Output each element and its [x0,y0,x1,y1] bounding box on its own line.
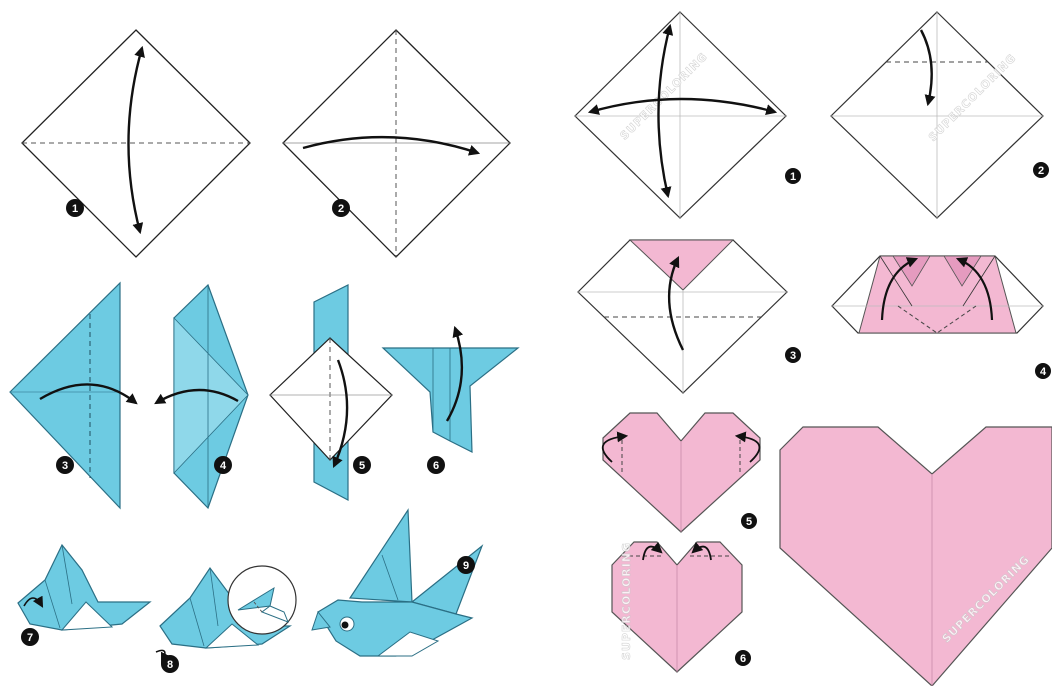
finished-heart: SUPERCOLORING [780,427,1052,686]
step-badge: 2 [332,199,350,217]
folded-flap [859,256,1016,333]
bird-step-1: 1 [22,30,250,257]
step-badge: 5 [353,456,371,474]
step-number: 3 [62,460,68,472]
step-badge: 9 [457,556,475,574]
step-number: 5 [359,460,365,472]
step-badge: 4 [214,456,232,474]
step-badge: 6 [427,456,445,474]
bird-instructions: 1 2 3 [10,30,518,673]
step-badge: 1 [66,199,84,217]
bird-pupil [342,622,349,629]
bird-step-3: 3 [10,283,136,508]
folded-shape [383,348,518,452]
heart-step-2: SUPERCOLORING 2 [831,12,1049,218]
bird-step-9: 9 [312,510,482,656]
step-badge: 8 [161,655,179,673]
bird-step-8: 8 [156,566,296,673]
paper-square [575,12,786,218]
step-number: 6 [740,653,746,665]
bird-step-4: 4 [156,285,248,508]
heart-instructions: SUPERCOLORING 1 SUPERCOLORING 2 [575,12,1052,686]
bird-step-2: 2 [283,30,510,257]
step-number: 1 [790,171,796,183]
paper-diamond [270,338,392,460]
step-badge: 7 [21,628,39,646]
step-number: 4 [220,460,227,472]
step-badge: 3 [56,456,74,474]
bird-step-6: 6 [383,328,518,474]
small-heart [603,413,760,532]
step-badge: 4 [1035,363,1051,379]
step-badge: 2 [1033,162,1049,178]
heart-step-3: 3 [578,240,801,393]
step-number: 9 [463,560,469,572]
step-badge: 6 [735,650,751,666]
step-number: 8 [167,659,173,671]
step-badge: 5 [741,513,757,529]
heart-step-5: 5 [603,413,760,532]
watermark: SUPERCOLORING [620,542,633,660]
step-badge: 3 [785,347,801,363]
step-number: 1 [72,203,78,215]
bird-step-5: 5 [270,285,392,500]
large-heart [780,427,1052,686]
step-number: 2 [1038,165,1044,177]
bird-wing-right [412,546,482,614]
heart-step-1: SUPERCOLORING 1 [575,12,801,218]
folded-triangle [10,283,120,508]
bird-step-7: 7 [18,545,150,646]
heart-step-4: 4 [832,256,1051,379]
step-number: 7 [27,632,33,644]
step-number: 6 [433,460,439,472]
detail-inset [228,566,296,634]
step-badge: 1 [785,168,801,184]
step-number: 2 [338,203,344,215]
step-number: 3 [790,350,796,362]
bird-wing-left [350,510,412,602]
step-number: 4 [1040,366,1047,378]
heart-step-6: SUPERCOLORING 6 [612,542,751,672]
step-number: 5 [746,516,752,528]
